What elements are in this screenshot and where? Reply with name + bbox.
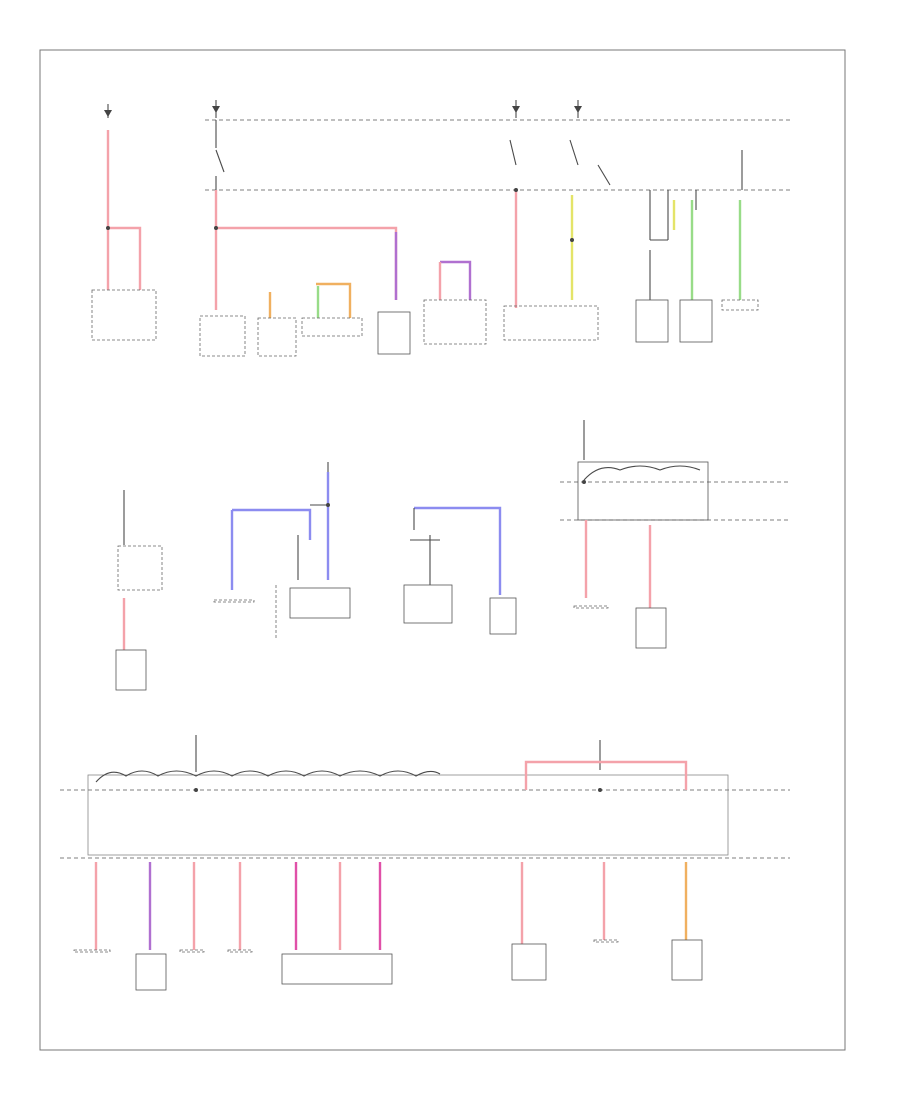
component-box-16 (135, 953, 167, 991)
component-box-19 (671, 939, 703, 981)
wire-blue-right (414, 506, 502, 595)
wire-pink-bottom-bridge (524, 760, 688, 790)
component-box-1 (199, 315, 246, 357)
component-box-11 (115, 649, 147, 691)
ground-bottom-3 (227, 949, 253, 953)
power-source-top-4 (574, 100, 582, 118)
component-box-7 (635, 299, 669, 343)
ground-bottom-1 (73, 949, 111, 953)
power-source-top-2 (212, 100, 220, 118)
component-box-12 (289, 587, 351, 619)
wire-purple-pair (440, 260, 472, 300)
component-box-14 (489, 597, 517, 635)
component-box-3 (301, 317, 363, 337)
component-box-15 (635, 607, 667, 649)
connector-box-left (91, 289, 157, 341)
component-box-6 (503, 305, 599, 341)
fuse-links-bottom (95, 770, 441, 783)
ground-mid-right (573, 605, 609, 609)
ground-bottom-4 (593, 939, 619, 943)
component-box-5 (423, 299, 487, 345)
wire-pink-horizontal (216, 226, 398, 300)
wire-blue-left (232, 508, 312, 540)
switch-contacts-top (215, 120, 743, 190)
ground-bottom-2 (179, 949, 205, 953)
component-box-18 (511, 943, 547, 981)
connection-dots (106, 188, 602, 792)
component-box-17 (281, 953, 393, 985)
wire-orange-loop (316, 282, 352, 318)
component-box-9 (721, 299, 759, 311)
ground-mid-left (213, 599, 255, 603)
power-source-top-1 (104, 104, 112, 118)
component-box-10 (117, 545, 163, 591)
fuse-block-bottom (87, 774, 729, 856)
component-box-2 (257, 317, 297, 357)
component-box-8 (679, 299, 713, 343)
diagram-frame (39, 49, 846, 1051)
component-box-13 (403, 584, 453, 624)
wire-pink-left-branch (108, 226, 142, 290)
wire-center-hook (410, 508, 440, 585)
power-source-top-3 (512, 100, 520, 118)
right-fuse-drops (649, 190, 697, 300)
component-box-4 (377, 311, 411, 355)
fuse-links-mid (583, 465, 701, 481)
fuse-block-mid-right (577, 461, 709, 521)
